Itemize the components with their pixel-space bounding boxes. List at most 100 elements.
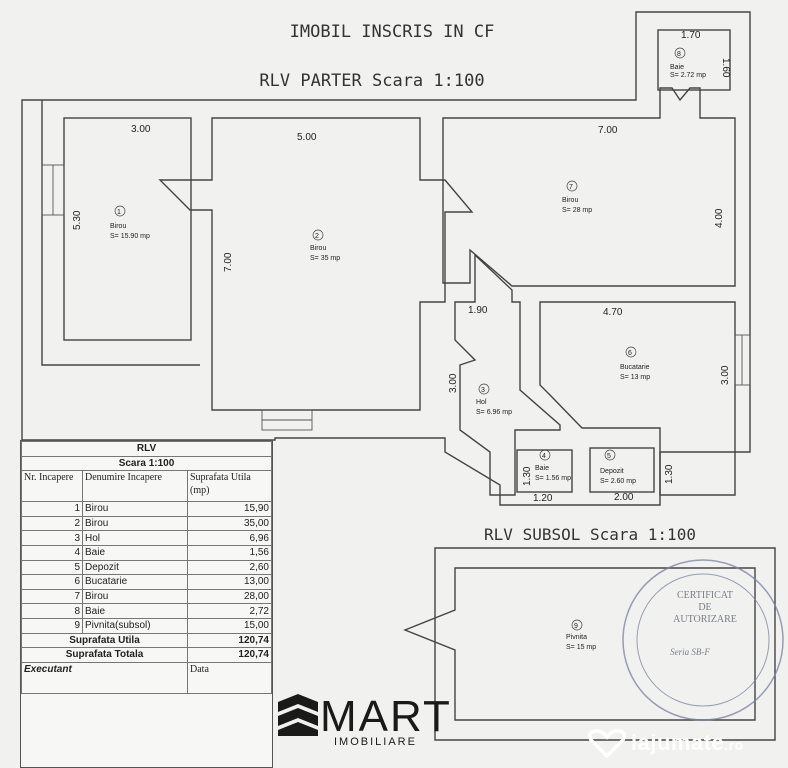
utila-label: Suprafata Utila (21, 632, 188, 649)
dim-label: 5.00 (297, 132, 317, 143)
room-name: Depozit (82, 559, 188, 576)
dim-label: 1.20 (533, 493, 553, 504)
svg-text:2: 2 (315, 233, 319, 240)
room-name: Pivnita(subsol) (82, 617, 188, 634)
svg-text:1: 1 (117, 209, 121, 216)
svg-text:S= 35 mp: S= 35 mp (310, 255, 340, 262)
room-number: 2 (21, 515, 83, 532)
dim-label: 3.00 (720, 365, 731, 385)
totala-value: 120,74 (187, 647, 272, 663)
utila-value: 120,74 (187, 632, 272, 649)
room-area: 15,00 (187, 617, 272, 634)
svg-text:6: 6 (628, 350, 632, 357)
dim-label: 2.00 (614, 492, 634, 503)
svg-text:Pivnita: Pivnita (566, 634, 587, 641)
dim-label: 1.90 (468, 305, 488, 316)
room-area: 2,72 (187, 603, 272, 619)
svg-text:7: 7 (569, 184, 573, 191)
totala-label: Suprafata Totala (21, 647, 188, 663)
svg-text:AUTORIZARE: AUTORIZARE (673, 614, 737, 625)
legend-table: RLV Scara 1:100 Nr. Incapere Denumire In… (20, 440, 273, 768)
lajumate-watermark: lajumate.ro (585, 724, 785, 764)
dim-label: 7.00 (223, 252, 234, 272)
room-label-2: 2 Birou S= 35 mp (310, 229, 340, 262)
dim-label: 1.30 (522, 466, 533, 486)
svg-text:Hol: Hol (476, 399, 487, 406)
dim-label: 4.70 (603, 307, 623, 318)
col-nr-header: Nr. Incapere (21, 470, 83, 503)
room-number: 3 (21, 530, 83, 546)
svg-text:DE: DE (698, 602, 711, 613)
certification-stamp: CERTIFICAT DE AUTORIZARE Seria SB-F (622, 559, 784, 721)
dim-label: 1.60 (720, 58, 731, 78)
room-number: 7 (21, 588, 83, 605)
room-number: 1 (21, 501, 83, 517)
room-area: 35,00 (187, 515, 272, 532)
basement-walls (434, 547, 776, 741)
logo-text: MART (320, 692, 452, 741)
room-name: Baie (82, 603, 188, 619)
heart-icon (587, 729, 627, 758)
logo-icon (278, 694, 318, 736)
legend-scale: Scara 1:100 (21, 455, 272, 472)
room-name: Birou (82, 515, 188, 532)
basement-inner-walls (403, 567, 756, 721)
svg-text:Depozit: Depozit (600, 468, 624, 475)
room-label-1: 1 Birou S= 15.90 mp (110, 205, 150, 240)
room-number: 5 (21, 559, 83, 576)
subsol-label: RLV SUBSOL Scara 1:100 (484, 525, 696, 544)
window-6 (734, 334, 751, 386)
room-number: 4 (21, 544, 83, 561)
room-label-9: 9 Pivnita S= 15 mp (566, 619, 596, 651)
room-name: Baie (82, 544, 188, 561)
room-8-walls (657, 29, 731, 91)
room-name: Bucatarie (82, 574, 188, 590)
dim-label: 1.30 (664, 464, 675, 484)
room-label-8: 8 Baie S= 2.72 mp (670, 47, 706, 79)
svg-text:S= 15 mp: S= 15 mp (566, 644, 596, 651)
svg-text:Bucatarie: Bucatarie (620, 364, 650, 371)
room-number: 8 (21, 603, 83, 619)
svg-text:S= 15.90 mp: S= 15.90 mp (110, 233, 150, 240)
dim-label: 7.00 (598, 125, 618, 136)
svg-text:S= 2.60 mp: S= 2.60 mp (600, 478, 636, 485)
svg-text:Birou: Birou (562, 197, 578, 204)
data-label: Data (187, 661, 272, 694)
room-name: Birou (82, 501, 188, 517)
svg-text:S= 13 mp: S= 13 mp (620, 374, 650, 381)
room-number: 9 (21, 617, 83, 634)
dim-label: 4.00 (714, 208, 725, 228)
room-label-4: 4 Baie S= 1.56 mp (535, 449, 571, 482)
svg-text:Birou: Birou (110, 223, 126, 230)
room-3-walls (454, 253, 561, 496)
room-number: 6 (21, 574, 83, 590)
svg-text:S= 28 mp: S= 28 mp (562, 207, 592, 214)
plan-title: IMOBIL INSCRIS IN CF (290, 22, 495, 42)
room-2-walls (158, 117, 474, 411)
svg-text:S= 6.96 mp: S= 6.96 mp (476, 409, 512, 416)
svg-text:5: 5 (607, 453, 611, 460)
room-name: Birou (82, 588, 188, 605)
room-name: Hol (82, 530, 188, 546)
dim-label: 1.70 (681, 30, 701, 41)
col-name-header: Denumire Incapere (82, 470, 188, 503)
room-1-walls (63, 117, 192, 341)
dim-label: 3.00 (448, 373, 459, 393)
svg-text:Baie: Baie (670, 64, 684, 71)
room-area: 1,56 (187, 544, 272, 561)
room-area: 28,00 (187, 588, 272, 605)
room-area: 15,90 (187, 501, 272, 517)
svg-text:Seria SB-F: Seria SB-F (670, 647, 710, 657)
logo-subtitle: IMOBILIARE (334, 736, 417, 748)
room-5-walls (589, 447, 655, 493)
smart-logo: MART IMOBILIARE (272, 690, 517, 752)
